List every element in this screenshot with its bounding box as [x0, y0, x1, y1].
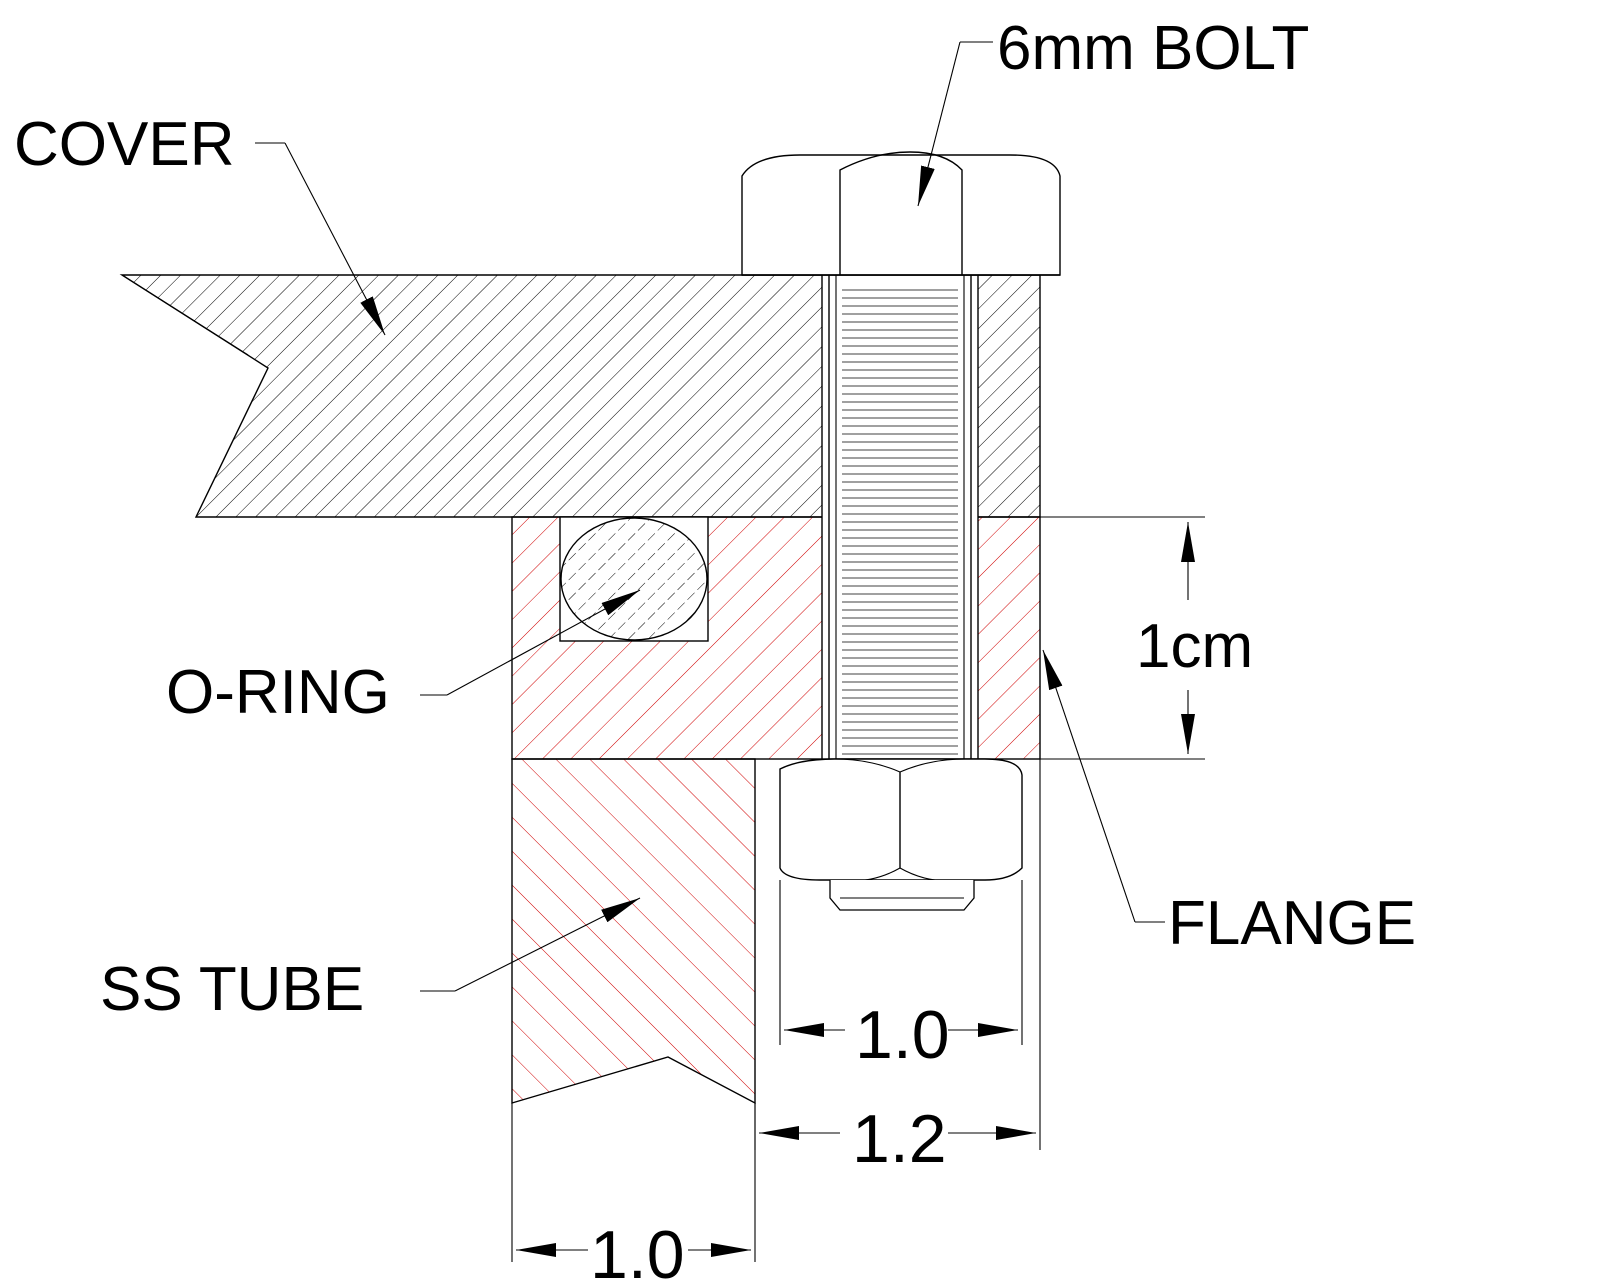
- leader-cover: [255, 142, 386, 336]
- dim-tube-wall: [511, 1103, 756, 1262]
- o-ring-part: [560, 517, 708, 641]
- nut: [779, 758, 1023, 911]
- o-ring-label: O-RING: [166, 658, 390, 727]
- flange-label: FLANGE: [1168, 889, 1416, 958]
- flange-thickness-dim: 1cm: [1136, 612, 1253, 681]
- ss-tube-part: [511, 758, 756, 1105]
- bolt-label: 6mm BOLT: [997, 14, 1309, 83]
- bolt-head: [741, 151, 1061, 276]
- leader-flange: [1042, 649, 1165, 923]
- tube-wall-dim: 1.0: [590, 1217, 685, 1280]
- cover-label: COVER: [14, 110, 234, 179]
- ss-tube-label: SS TUBE: [100, 955, 364, 1024]
- bolt-shank: [828, 274, 972, 760]
- leader-bolt: [917, 41, 993, 207]
- dim-nut-width: [779, 880, 1023, 1045]
- leader-ss-tube: [420, 897, 641, 992]
- flange-width-dim: 1.2: [852, 1101, 947, 1177]
- dim-flange-thickness: [1040, 516, 1205, 760]
- nut-width-dim: 1.0: [855, 997, 950, 1073]
- bolt-threads: [842, 289, 958, 755]
- leader-o-ring: [420, 589, 641, 696]
